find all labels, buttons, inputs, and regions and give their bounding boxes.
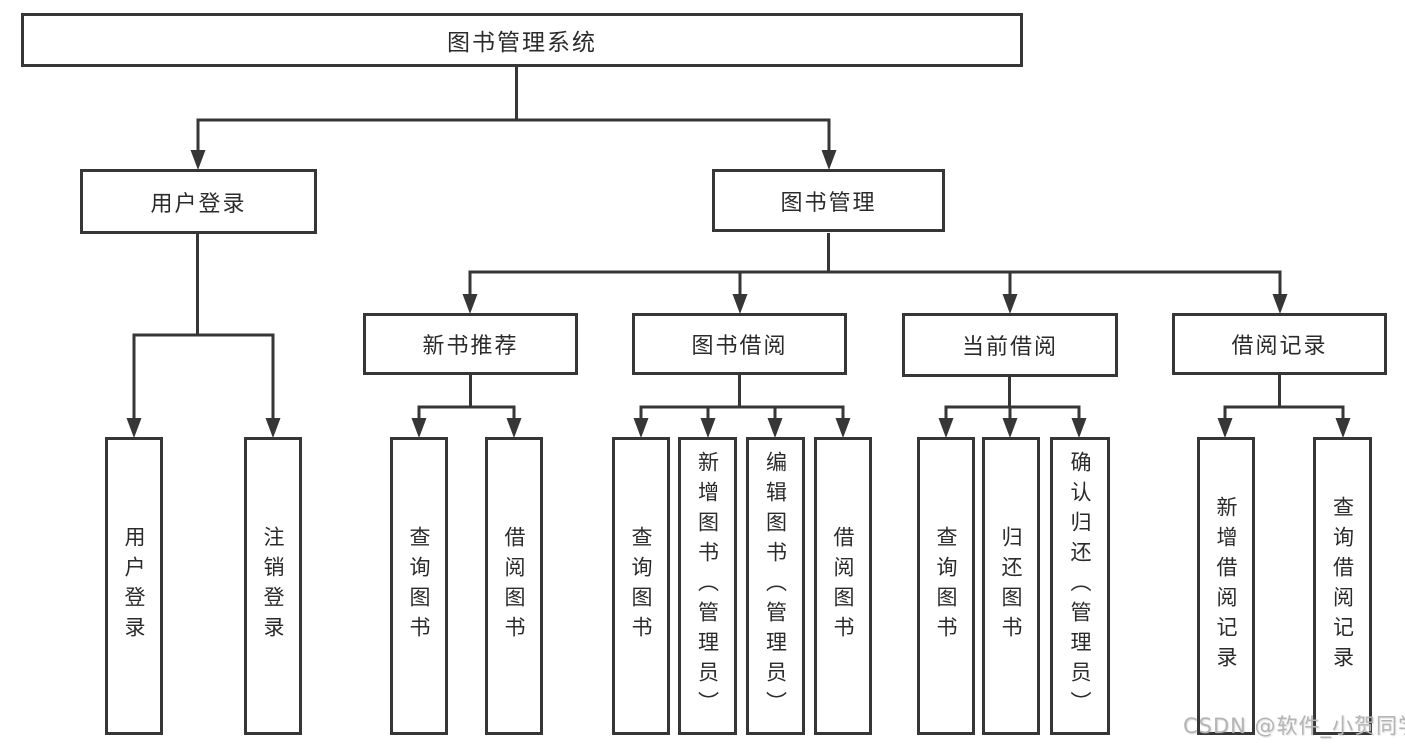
node-current-borrowing: 当前借阅	[902, 313, 1118, 377]
connector-book-mgmt-to-level3	[462, 233, 1288, 314]
connector-current-borrow-to-leaves	[938, 376, 1087, 438]
leaf-return-books: 归还图书	[982, 437, 1040, 735]
leaf-confirm-return-admin: 确认归还（管理员）	[1050, 437, 1110, 735]
node-book-borrowing: 图书借阅	[632, 313, 847, 375]
leaf-borrow-books-newbook: 借阅图书	[485, 437, 543, 735]
leaf-user-login: 用户登录	[105, 437, 163, 735]
leaf-logout: 注销登录	[244, 437, 302, 735]
connector-borrow-record-to-leaves	[1217, 374, 1351, 438]
leaf-query-books-current: 查询图书	[917, 437, 975, 735]
leaf-add-borrow-record: 新增借阅记录	[1197, 437, 1255, 735]
node-borrowing-records: 借阅记录	[1172, 313, 1387, 375]
node-book-management: 图书管理	[712, 169, 945, 232]
node-library-system: 图书管理系统	[21, 13, 1023, 67]
leaf-query-borrow-record: 查询借阅记录	[1313, 437, 1372, 735]
connector-book-borrow-to-leaves	[633, 374, 851, 438]
leaf-query-books-newbook: 查询图书	[390, 437, 448, 735]
node-user-login: 用户登录	[80, 169, 317, 234]
connector-user-login-to-leaves	[126, 234, 281, 438]
connector-root-to-level2	[190, 67, 837, 170]
node-new-book-recommendation: 新书推荐	[363, 313, 578, 375]
leaf-query-books-borrowing: 查询图书	[612, 437, 670, 735]
leaf-add-books-admin: 新增图书（管理员）	[678, 437, 737, 735]
leaf-edit-books-admin: 编辑图书（管理员）	[746, 437, 805, 735]
leaf-borrow-books-borrowing: 借阅图书	[814, 437, 872, 735]
csdn-watermark: CSDN @软件_小贺同学	[1183, 714, 1405, 738]
connector-new-book-to-leaves	[411, 374, 522, 438]
